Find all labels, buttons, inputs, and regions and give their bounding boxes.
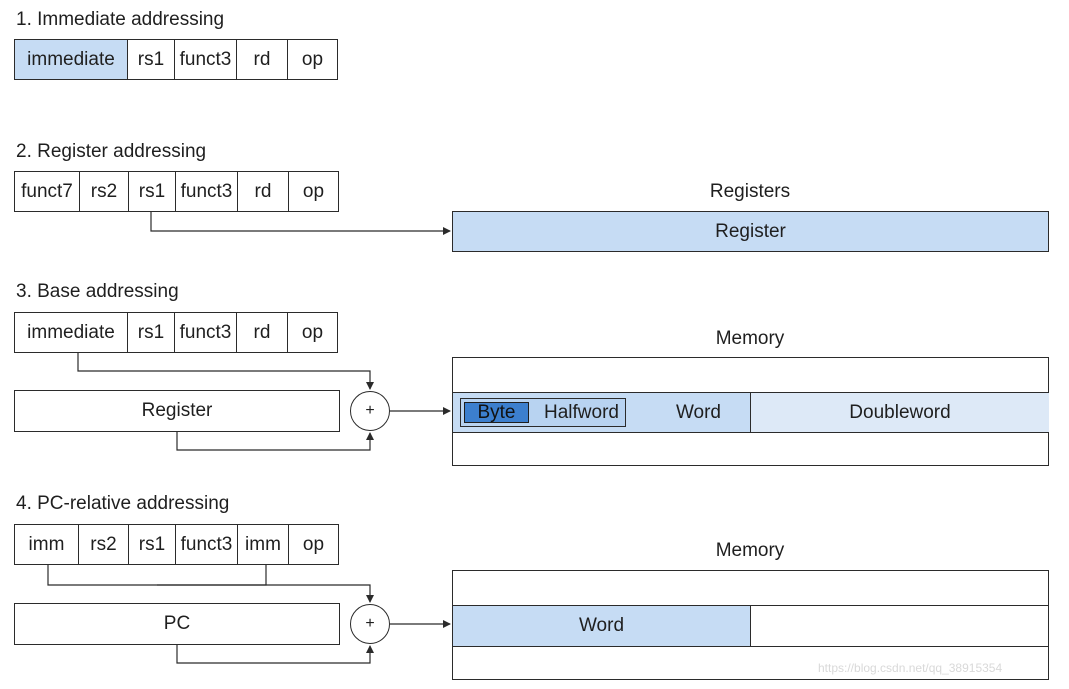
pc-to-adder-wire	[176, 645, 374, 664]
field-funct3: funct3	[174, 39, 237, 80]
section-4-title: 4. PC-relative addressing	[16, 493, 230, 514]
memory-label-4: Memory	[715, 540, 785, 561]
instruction-format-1: immediate rs1 funct3 rd op	[14, 39, 338, 80]
field-funct3: funct3	[175, 524, 238, 565]
section-3-title: 3. Base addressing	[16, 281, 179, 302]
field-rs1: rs1	[127, 312, 175, 353]
field-rs1: rs1	[128, 524, 176, 565]
instruction-format-3: immediate rs1 funct3 rd op	[14, 312, 338, 353]
rs1-to-register-wire	[150, 212, 451, 235]
halfword-label: Halfword	[544, 401, 619, 423]
field-rs2: rs2	[79, 171, 129, 212]
memory-block-3: Word Doubleword Halfword Byte	[452, 357, 1049, 466]
instruction-format-2: funct7 rs2 rs1 funct3 rd op	[14, 171, 339, 212]
field-op: op	[288, 524, 339, 565]
word-label: Word	[675, 401, 721, 423]
field-imm-lower: imm	[237, 524, 289, 565]
section-1-title: 1. Immediate addressing	[16, 9, 225, 30]
field-immediate: immediate	[14, 312, 128, 353]
field-rs2: rs2	[78, 524, 129, 565]
field-op: op	[287, 39, 338, 80]
field-rd: rd	[236, 312, 288, 353]
memory-empty-segment	[750, 605, 1049, 647]
adder-icon: +	[350, 604, 390, 644]
imm-merge-wire	[47, 565, 267, 586]
field-op: op	[287, 312, 338, 353]
base-register-box: Register	[14, 390, 340, 432]
field-rd: rd	[237, 171, 289, 212]
registers-label: Registers	[709, 181, 791, 202]
instruction-format-4: imm rs2 rs1 funct3 imm op	[14, 524, 339, 565]
field-funct7: funct7	[14, 171, 80, 212]
byte-segment: Byte	[464, 402, 529, 423]
memory-label-3: Memory	[715, 328, 785, 349]
imm-to-adder-wire	[157, 584, 374, 603]
immediate-to-adder-wire	[77, 353, 374, 390]
field-op: op	[288, 171, 339, 212]
register-to-adder-wire	[176, 432, 374, 451]
section-2-title: 2. Register addressing	[16, 141, 207, 162]
pc-register-box: PC	[14, 603, 340, 645]
field-funct3: funct3	[174, 312, 237, 353]
adder-icon: +	[350, 391, 390, 431]
field-rs1: rs1	[128, 171, 176, 212]
word-segment: Word	[453, 605, 751, 647]
field-funct3: funct3	[175, 171, 238, 212]
doubleword-segment: Doubleword	[750, 392, 1049, 433]
memory-block-4: Word	[452, 570, 1049, 680]
register-file-box: Register	[452, 211, 1049, 252]
field-imm-upper: imm	[14, 524, 79, 565]
watermark: https://blog.csdn.net/qq_38915354	[818, 661, 1003, 675]
